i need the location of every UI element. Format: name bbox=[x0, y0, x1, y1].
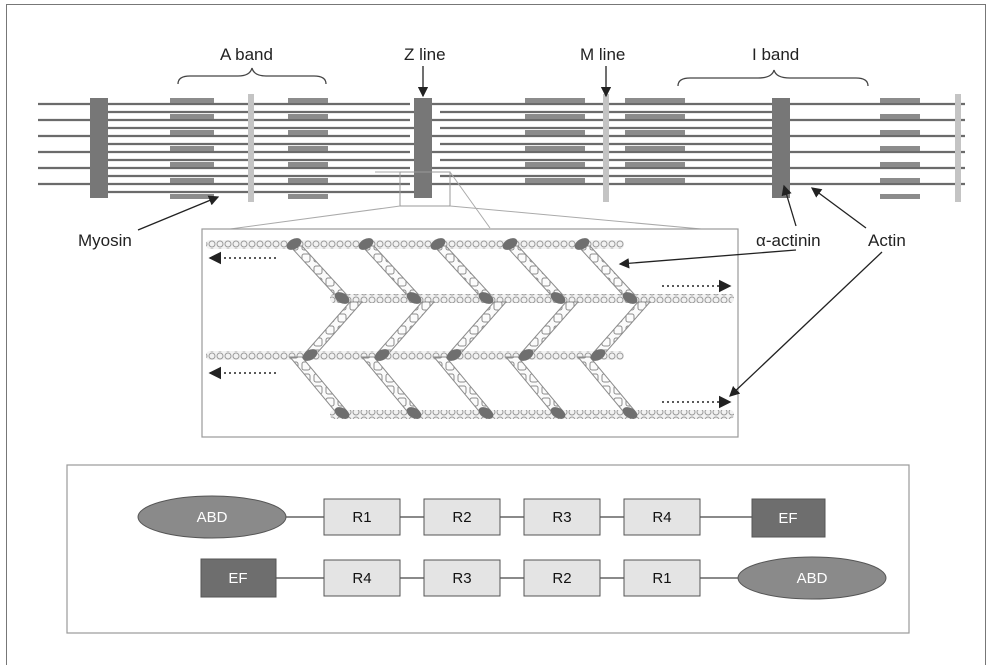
m-lines bbox=[248, 94, 961, 202]
a-band-brace bbox=[177, 67, 327, 85]
ef-label: EF bbox=[228, 570, 247, 587]
r2-domain bbox=[423, 498, 501, 536]
r3-domain bbox=[423, 559, 501, 597]
ef-domain bbox=[751, 498, 826, 538]
abd-domain bbox=[137, 495, 287, 539]
alpha-actinin-label: α-actinin bbox=[756, 231, 821, 250]
z-line-label: Z line bbox=[404, 45, 446, 64]
r4-domain bbox=[323, 559, 401, 597]
r3-label: R3 bbox=[452, 570, 471, 587]
alpha-actinin-rods bbox=[288, 245, 652, 411]
actin-strand bbox=[206, 240, 624, 249]
figure-frame bbox=[6, 4, 986, 665]
r4-label: R4 bbox=[652, 509, 671, 526]
r1-domain bbox=[323, 498, 401, 536]
actin-top-arrow bbox=[810, 187, 867, 229]
actin-strand bbox=[330, 410, 734, 419]
m-line-label: M line bbox=[580, 45, 625, 64]
actin-binding-domains bbox=[286, 238, 638, 419]
domain-panel bbox=[66, 464, 910, 634]
alpha-actinin-top-arrow bbox=[781, 184, 797, 227]
i-band-brace bbox=[677, 69, 869, 87]
domain-diagram: ABD R1 R2 R3 R4 EF EF R4 R3 R2 R1 ABD bbox=[66, 464, 910, 634]
sarcomere-diagram bbox=[38, 66, 965, 233]
r3-domain bbox=[523, 498, 601, 536]
r2-label: R2 bbox=[452, 509, 471, 526]
ef-domain bbox=[200, 558, 277, 598]
myosin-arrow bbox=[137, 195, 220, 231]
i-band-label: I band bbox=[752, 45, 799, 64]
actin-zoom-arrow bbox=[729, 251, 883, 397]
actin-strand bbox=[330, 294, 734, 303]
alpha-actinin-zoom-arrow bbox=[618, 249, 797, 269]
a-band-label: A band bbox=[220, 45, 273, 64]
z-lines bbox=[90, 98, 790, 198]
r4-label: R4 bbox=[352, 570, 371, 587]
r1-label: R1 bbox=[352, 509, 371, 526]
actin-strand bbox=[206, 351, 624, 360]
myosin-filaments bbox=[170, 98, 920, 199]
r1-domain bbox=[623, 559, 701, 597]
z-disc-zoom bbox=[201, 228, 883, 438]
r3-label: R3 bbox=[552, 509, 571, 526]
r2-domain bbox=[523, 559, 601, 597]
r2-label: R2 bbox=[552, 570, 571, 587]
abd-domain bbox=[737, 556, 887, 600]
ef-label: EF bbox=[778, 510, 797, 527]
actin-label: Actin bbox=[868, 231, 906, 250]
r1-label: R1 bbox=[652, 570, 671, 587]
zoom-region bbox=[399, 171, 451, 207]
r4-domain bbox=[623, 498, 701, 536]
abd-label: ABD bbox=[197, 509, 228, 526]
abd-label: ABD bbox=[797, 570, 828, 587]
myosin-label: Myosin bbox=[78, 231, 132, 250]
